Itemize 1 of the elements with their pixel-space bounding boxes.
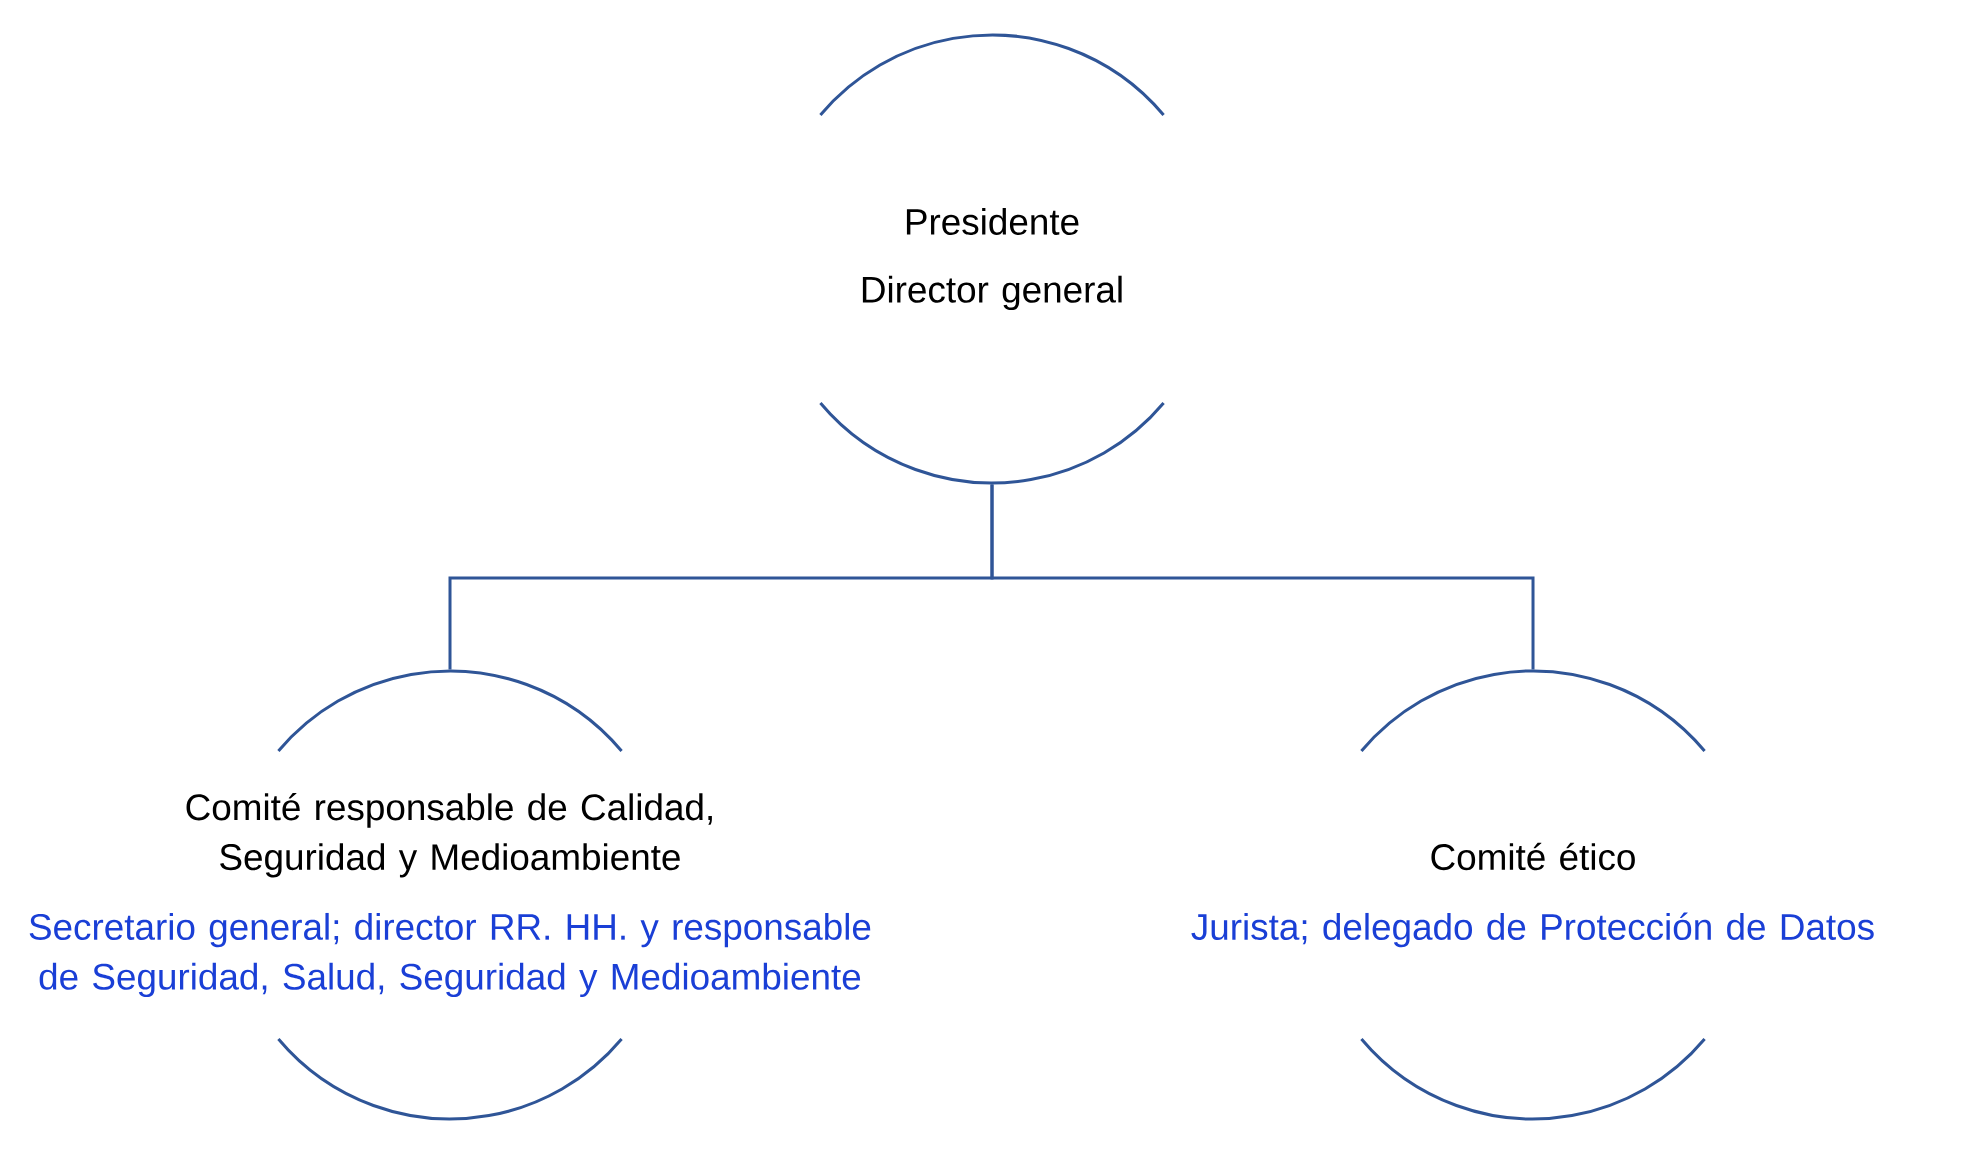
connector-line [990,484,1535,670]
